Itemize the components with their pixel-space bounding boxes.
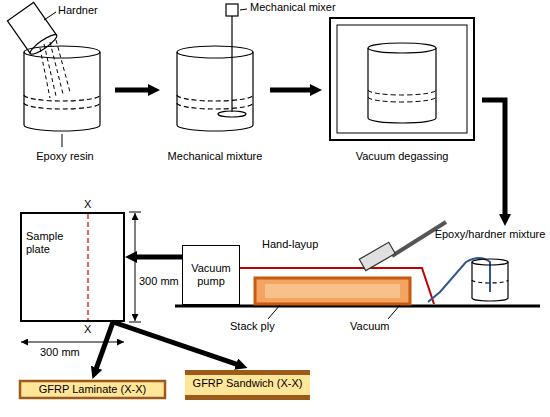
chamber-caption: Vacuum degassing — [322, 10, 482, 165]
degassing-chamber — [330, 18, 474, 140]
process-arrow — [96, 322, 113, 369]
leader-line — [388, 305, 400, 319]
part-label: Hardner — [58, 4, 98, 17]
node-text: Mechanical mixture — [168, 150, 263, 163]
beaker — [177, 46, 253, 131]
node-text: Epoxy resin — [36, 150, 93, 163]
part-label: Mechanical mixer — [250, 1, 336, 14]
laminate-section — [20, 381, 165, 398]
beaker-caption: Epoxy resin — [15, 40, 115, 165]
section-caption: GFRP Sandwich (X-X) — [185, 368, 310, 400]
dimension-line — [21, 212, 141, 342]
dimension: 300 mm — [139, 275, 179, 288]
dimension: 300 mm — [40, 346, 80, 359]
part-label: Vacuum — [350, 320, 390, 333]
section-caption: GFRP Laminate (X-X) — [20, 379, 165, 400]
node-text: Sample plate — [26, 230, 71, 256]
section-mark: X — [84, 198, 91, 211]
stack-ply — [255, 278, 410, 304]
section-line — [87, 214, 88, 320]
node-text: Vacuum pump — [186, 262, 236, 288]
node-text: GFRP Sandwich (X-X) — [193, 377, 303, 390]
node-text: Vacuum degassing — [356, 150, 449, 163]
section-mark: X — [84, 323, 91, 336]
roller-tool — [359, 222, 446, 271]
mechanical-mixer — [218, 4, 246, 117]
process-arrow — [115, 88, 149, 93]
leader-line — [44, 12, 56, 20]
sample-plate: Sample plate — [20, 212, 125, 322]
step-label: Hand-layup — [262, 238, 318, 251]
leader-line — [62, 134, 63, 147]
leader-line — [268, 305, 280, 319]
pump-box: Vacuum pump — [182, 245, 240, 305]
beaker — [472, 259, 508, 301]
leader-line — [240, 9, 247, 10]
sandwich-section — [185, 370, 310, 400]
beaker — [24, 46, 100, 131]
process-arrow — [482, 100, 505, 215]
part-label: Stack ply — [230, 320, 275, 333]
pour-stream — [40, 40, 70, 98]
node-text: Epoxy/hardner mixture — [435, 228, 546, 241]
process-arrow — [270, 88, 311, 93]
node-text: GFRP Laminate (X-X) — [39, 383, 146, 396]
process-arrow — [113, 322, 237, 364]
beaker-caption: Mechanical mixture — [160, 40, 270, 165]
stack-ply-core — [265, 284, 400, 298]
process-arrow — [136, 255, 182, 260]
beaker-caption: Epoxy/hardner mixture — [434, 226, 546, 302]
vacuum-bag — [240, 268, 434, 304]
